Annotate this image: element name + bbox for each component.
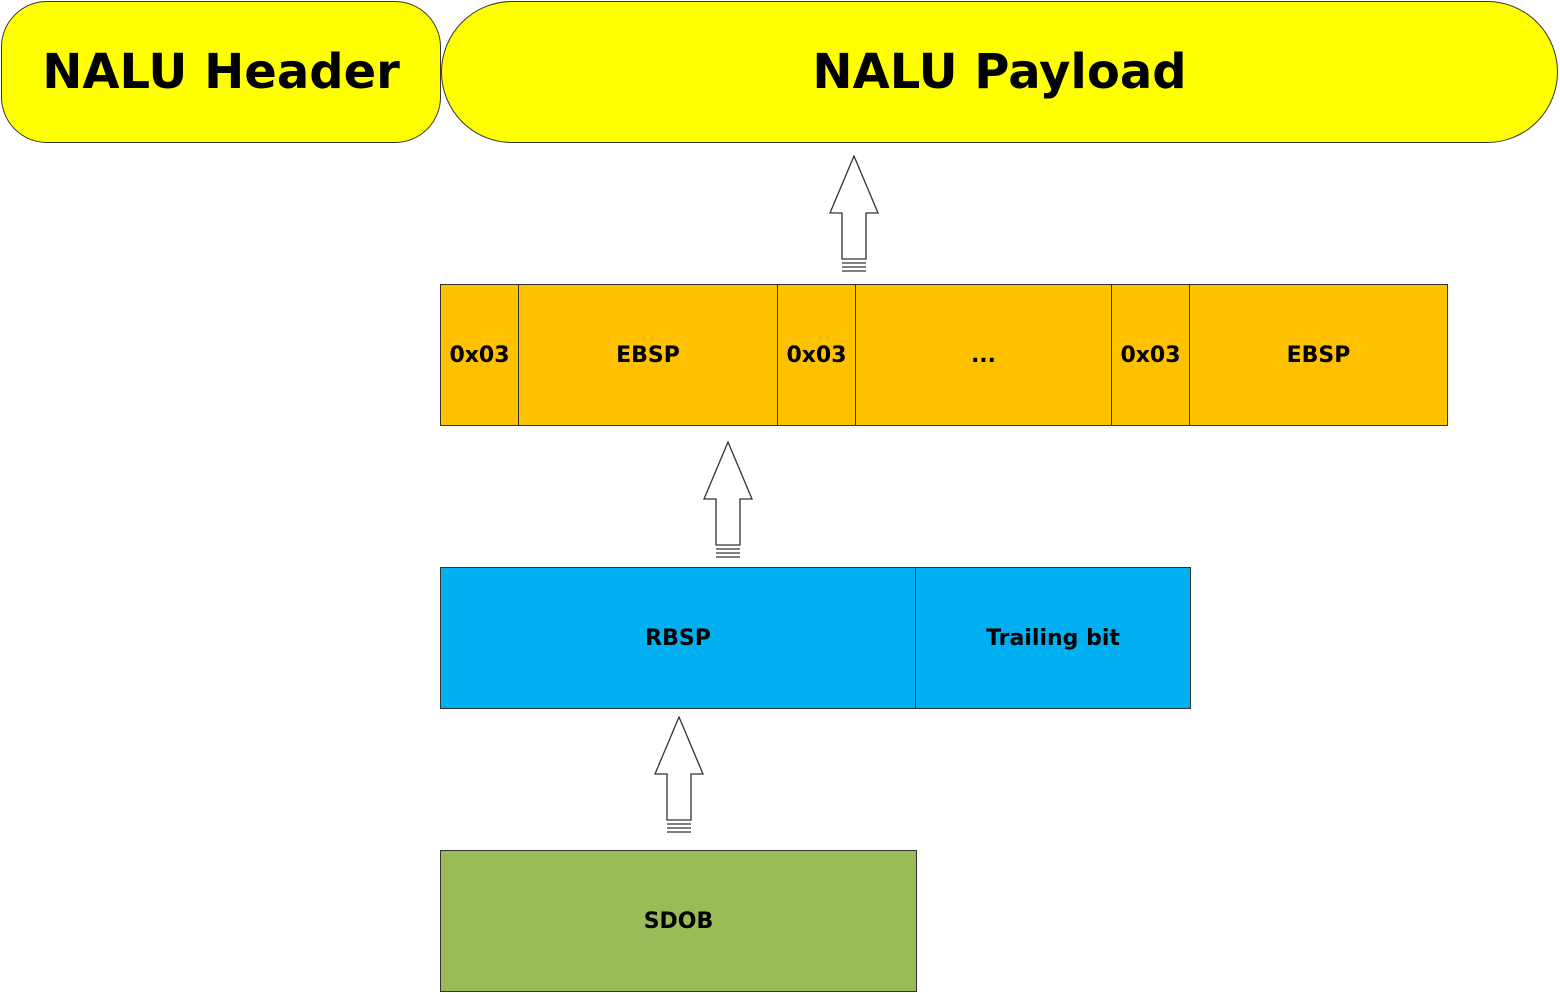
rbsp-row: RBSP Trailing bit: [440, 567, 1191, 709]
rbsp-cell: RBSP: [440, 567, 916, 709]
up-arrow-icon: [703, 441, 753, 558]
ebsp-cell: EBSP: [518, 284, 778, 426]
ebsp-row: 0x03 EBSP 0x03 ... 0x03 EBSP: [440, 284, 1448, 426]
sdob-row: SDOB: [440, 850, 917, 992]
emulation-byte-cell: 0x03: [777, 284, 856, 426]
ellipsis-cell: ...: [855, 284, 1112, 426]
nalu-header-label: NALU Header: [42, 44, 400, 100]
nalu-header-block: NALU Header: [1, 1, 441, 143]
emulation-byte-cell: 0x03: [1111, 284, 1190, 426]
ebsp-cell: EBSP: [1189, 284, 1448, 426]
trailing-bit-cell: Trailing bit: [915, 567, 1191, 709]
up-arrow-icon: [829, 155, 879, 272]
nalu-payload-label: NALU Payload: [812, 44, 1187, 100]
emulation-byte-cell: 0x03: [440, 284, 519, 426]
nalu-payload-block: NALU Payload: [441, 1, 1558, 143]
sdob-cell: SDOB: [440, 850, 917, 992]
up-arrow-icon: [654, 716, 704, 833]
